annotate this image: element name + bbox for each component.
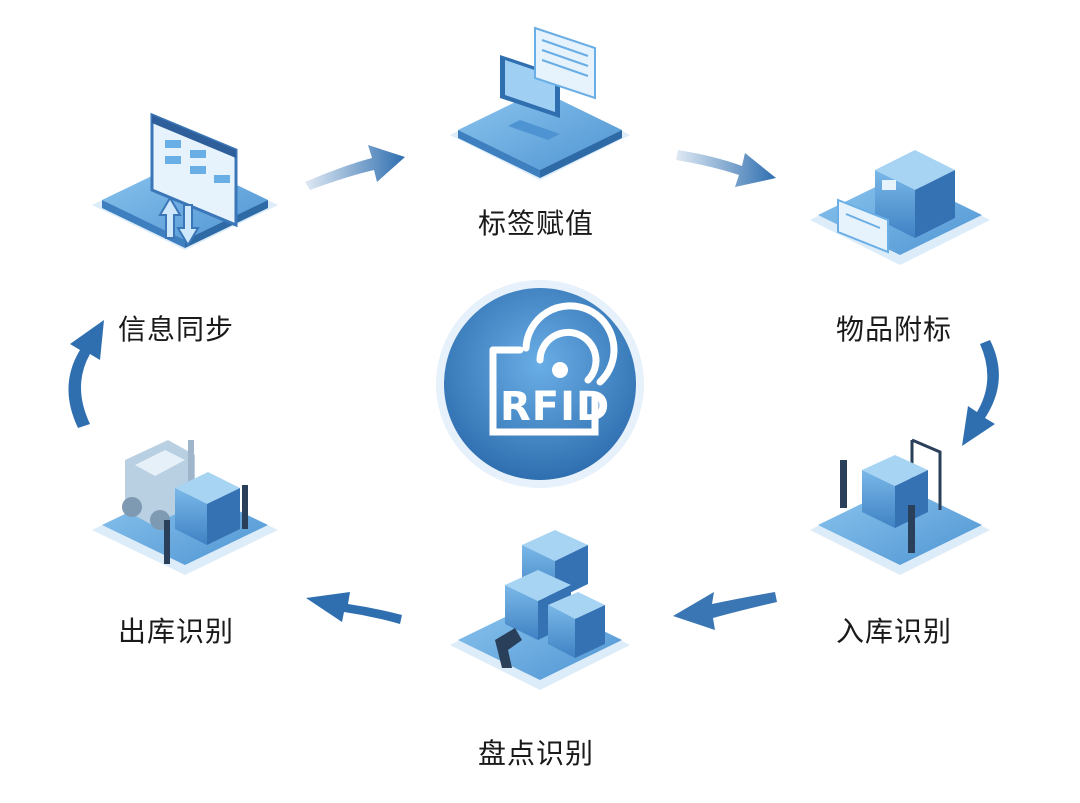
box-icon xyxy=(862,455,928,528)
step-label-outbound: 出库识别 xyxy=(118,615,235,648)
reader-gate-icon xyxy=(164,485,248,564)
rfid-badge: RFID xyxy=(436,280,644,488)
box-stack-icon xyxy=(505,530,605,658)
scanner-icon xyxy=(495,628,522,668)
tag-assign-illustration xyxy=(450,26,630,180)
arrow-icon xyxy=(962,340,999,446)
inbound-illustration xyxy=(810,438,990,575)
arrow-icon xyxy=(673,592,777,630)
step-label-info-sync: 信息同步 xyxy=(118,313,235,346)
reader-gate-icon xyxy=(840,460,915,553)
inventory-illustration xyxy=(450,530,630,690)
flow-arrows xyxy=(68,145,999,630)
step-label-tag-assign: 标签赋值 xyxy=(478,207,595,240)
board-icon xyxy=(150,112,238,228)
step-label-inventory: 盘点识别 xyxy=(478,737,595,770)
arrow-icon xyxy=(676,150,776,187)
box-icon xyxy=(175,472,240,545)
info-sync-illustration xyxy=(92,112,278,250)
arrow-icon xyxy=(306,592,402,624)
step-label-inbound: 入库识别 xyxy=(836,615,953,648)
arrow-icon xyxy=(68,320,104,428)
arrow-icon xyxy=(305,145,405,190)
up-down-arrows-icon xyxy=(158,196,200,247)
outbound-illustration xyxy=(92,440,278,575)
item-attach-illustration xyxy=(810,150,990,265)
rfid-badge-text: RFID xyxy=(500,384,610,430)
document-icon xyxy=(534,26,596,100)
box-icon xyxy=(875,150,955,238)
tag-card-icon xyxy=(837,198,889,254)
step-label-item-attach: 物品附标 xyxy=(836,313,953,346)
rfid-dot-icon xyxy=(552,362,568,378)
rfid-signal-icon xyxy=(489,302,618,436)
